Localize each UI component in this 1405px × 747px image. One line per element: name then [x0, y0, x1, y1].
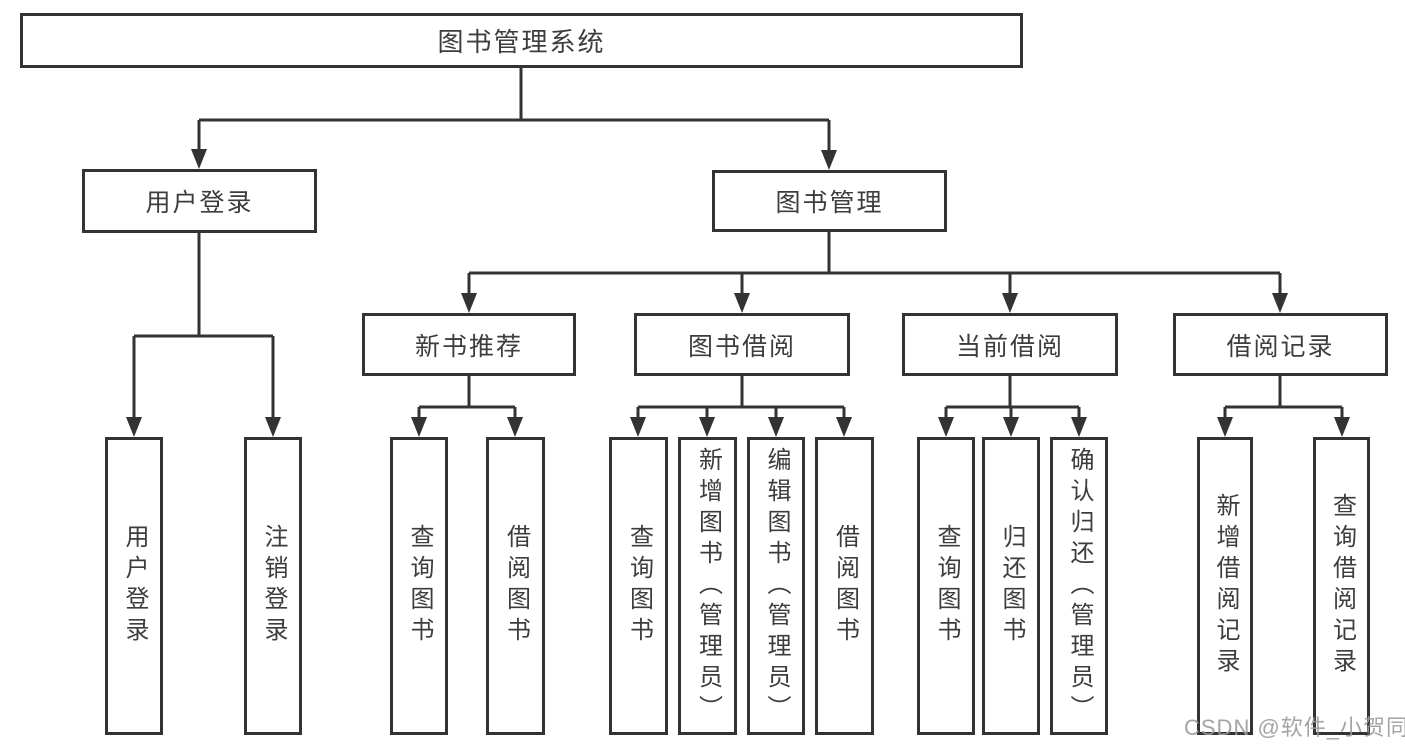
edges-new-books-to-leaves: [411, 376, 523, 437]
arrowhead-icon: [1071, 417, 1087, 437]
node-new-book-recommend: 新书推荐: [362, 313, 576, 376]
leaf-return-books: 归还图书: [982, 437, 1040, 735]
leaf-query-books-borrow: 查询图书: [609, 437, 668, 735]
arrowhead-icon: [265, 417, 281, 437]
arrowhead-icon: [1217, 417, 1233, 437]
arrowhead-icon: [821, 150, 837, 170]
edges-user-login-to-leaves: [126, 233, 281, 437]
arrowhead-icon: [1272, 293, 1288, 313]
leaf-borrow-books-newrec: 借阅图书: [486, 437, 545, 735]
edges-current-borrow-to-leaves: [938, 376, 1087, 437]
arrowhead-icon: [699, 417, 715, 437]
arrowhead-icon: [1003, 417, 1019, 437]
arrowhead-icon: [411, 417, 427, 437]
arrowhead-icon: [1334, 417, 1350, 437]
node-book-borrowing: 图书借阅: [634, 313, 850, 376]
node-borrow-records: 借阅记录: [1173, 313, 1388, 376]
leaf-logout: 注销登录: [244, 437, 302, 735]
arrowhead-icon: [1002, 293, 1018, 313]
arrowhead-icon: [126, 417, 142, 437]
node-root: 图书管理系统: [20, 13, 1023, 68]
leaf-add-books-admin: 新增图书（管理员）: [678, 437, 737, 735]
arrowhead-icon: [630, 417, 646, 437]
edges-book-borrow-to-leaves: [630, 376, 852, 437]
leaf-confirm-return-admin: 确认归还（管理员）: [1050, 437, 1108, 735]
leaf-query-borrow-record: 查询借阅记录: [1313, 437, 1370, 735]
node-user-login: 用户登录: [82, 169, 317, 233]
arrowhead-icon: [836, 417, 852, 437]
leaf-borrow-books: 借阅图书: [815, 437, 874, 735]
leaf-edit-books-admin: 编辑图书（管理员）: [747, 437, 805, 735]
edges-book-mgmt-to-level3: [461, 232, 1288, 313]
arrowhead-icon: [734, 293, 750, 313]
watermark: CSDN @软件_小贺同学: [1184, 715, 1405, 740]
node-book-management: 图书管理: [712, 170, 947, 232]
leaf-add-borrow-record: 新增借阅记录: [1197, 437, 1253, 735]
arrowhead-icon: [768, 417, 784, 437]
leaf-query-books-current: 查询图书: [917, 437, 975, 735]
arrowhead-icon: [938, 417, 954, 437]
edges-borrow-records-to-leaves: [1217, 376, 1350, 437]
leaf-user-login: 用户登录: [105, 437, 163, 735]
arrowhead-icon: [191, 149, 207, 169]
edges-root-to-level2: [191, 68, 837, 170]
node-current-borrowing: 当前借阅: [902, 313, 1118, 376]
leaf-query-books-newrec: 查询图书: [390, 437, 448, 735]
arrowhead-icon: [507, 417, 523, 437]
arrowhead-icon: [461, 293, 477, 313]
